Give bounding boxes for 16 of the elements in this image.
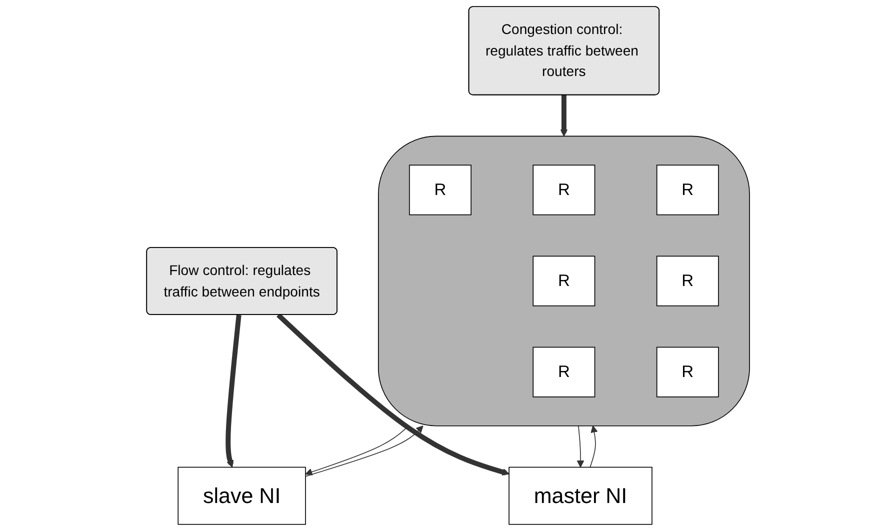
arrow bbox=[226, 314, 242, 468]
node-box: R bbox=[532, 164, 596, 216]
arrow bbox=[576, 425, 584, 468]
arrow bbox=[560, 94, 568, 136]
node-box: R bbox=[656, 256, 719, 306]
arrow bbox=[590, 426, 598, 468]
node-box: master NI bbox=[508, 466, 652, 525]
node-box: R bbox=[408, 164, 472, 216]
node-box: R bbox=[656, 346, 719, 398]
arrow bbox=[276, 313, 510, 476]
arrow bbox=[305, 426, 424, 477]
node-box: R bbox=[532, 256, 596, 306]
node-box: R bbox=[656, 164, 719, 216]
node-box: slave NI bbox=[178, 466, 306, 525]
cluster bbox=[378, 136, 750, 426]
node-box: R bbox=[532, 346, 596, 398]
